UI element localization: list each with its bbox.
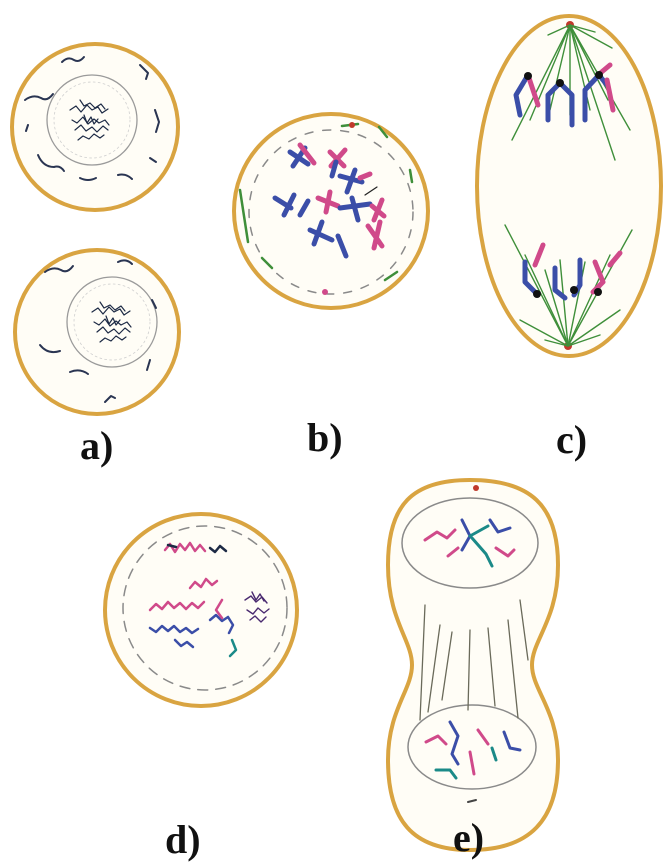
cell-d: [105, 514, 297, 706]
label-d: d): [165, 820, 201, 860]
label-a: a): [80, 426, 113, 466]
cell-a-bottom: [15, 250, 179, 414]
cell-a-top: [12, 44, 178, 210]
cell-e: [388, 480, 558, 850]
cell-c: [477, 16, 661, 356]
label-b: b): [307, 418, 343, 458]
cell-b: [234, 114, 428, 308]
label-c: c): [556, 420, 587, 460]
label-e: e): [453, 818, 484, 858]
